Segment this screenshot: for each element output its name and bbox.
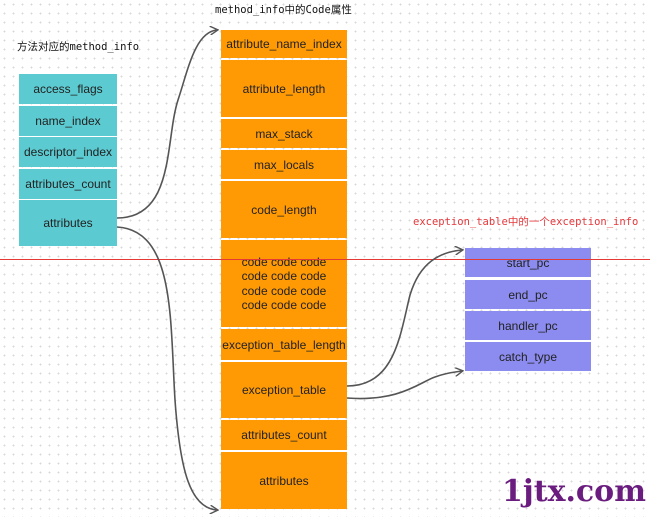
method-info-descriptor-index: descriptor_index xyxy=(19,137,117,167)
code-line: code code code xyxy=(241,269,327,283)
code-max-stack: max_stack xyxy=(221,119,347,148)
arrow-exception-table-to-end xyxy=(346,371,462,400)
method-info-name-index: name_index xyxy=(19,106,117,136)
arrow-exception-table-to-start xyxy=(346,250,462,387)
code-attributes-count: attributes_count xyxy=(221,420,347,450)
code-attribute-caption: method_info中的Code属性 xyxy=(215,4,352,16)
code-attributes: attributes xyxy=(221,452,347,509)
method-info-attributes-count: attributes_count xyxy=(19,169,117,199)
divider-line xyxy=(0,259,650,260)
exception-info-catch-type: catch_type xyxy=(465,342,591,371)
method-info-caption: 方法对应的method_info xyxy=(17,41,140,53)
code-exception-table-length: exception_table_length xyxy=(221,329,347,360)
arrow-attributes-to-code-bottom xyxy=(116,226,217,510)
code-bytes: code code code code code code code code … xyxy=(221,240,347,327)
code-line: code code code xyxy=(241,298,327,312)
code-line: code code code xyxy=(241,254,327,269)
exception-info-handler-pc: handler_pc xyxy=(465,311,591,340)
exception-info-caption: exception_table中的一个exception_info xyxy=(413,216,639,228)
code-exception-table: exception_table xyxy=(221,362,347,418)
exception-info-end-pc: end_pc xyxy=(465,280,591,309)
watermark-logo: 1jtx.com xyxy=(502,474,646,509)
code-length: code_length xyxy=(221,181,347,238)
method-info-attributes: attributes xyxy=(19,200,117,246)
arrow-attributes-to-code-top xyxy=(116,30,217,219)
code-attribute-name-index: attribute_name_index xyxy=(221,30,347,58)
code-max-locals: max_locals xyxy=(221,150,347,179)
code-attribute-length: attribute_length xyxy=(221,60,347,117)
code-line: code code code xyxy=(241,283,327,298)
method-info-access-flags: access_flags xyxy=(19,74,117,104)
